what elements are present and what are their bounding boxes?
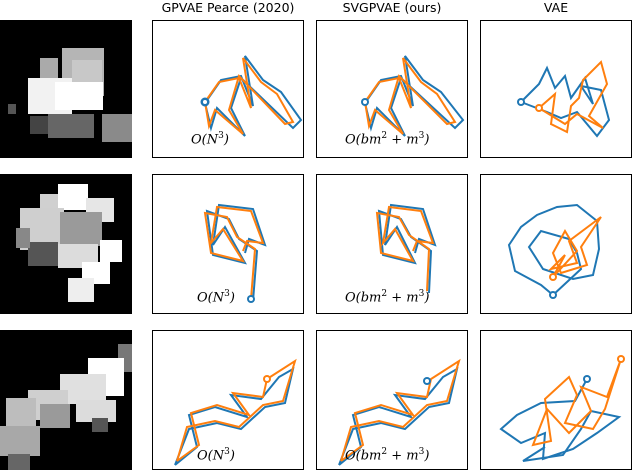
complexity-label-gpvae-row-3: O(N3): [197, 447, 235, 464]
trajectory-svgpvae-row-2: [375, 203, 437, 294]
pixel-sprite-row-3: [0, 344, 132, 470]
panel-svgpvae-row-2: O(bm2 + m3): [316, 174, 468, 314]
panel-gpvae-row-2: O(N3): [152, 174, 304, 314]
pixel-sprite-row-2: [16, 184, 122, 302]
panel-vae-row-2: [480, 174, 632, 314]
complexity-label-svgpvae-row-2: O(bm2 + m3): [345, 289, 430, 306]
panel-vae-row-3: [480, 330, 632, 470]
input-image-row-2: [0, 174, 132, 314]
trajectory-vae-row-2: [507, 203, 602, 299]
panel-svgpvae-row-3: O(bm2 + m3): [316, 330, 468, 470]
trajectory-gpvae-row-3: [174, 358, 297, 466]
panel-gpvae-row-3: O(N3): [152, 330, 304, 470]
panel-vae-row-1: [480, 20, 632, 158]
column-title-svgpvae: SVGPVAE (ours): [342, 0, 442, 15]
input-image-row-1: [0, 20, 132, 158]
complexity-label-gpvae-row-1: O(N3): [191, 131, 229, 148]
trajectory-vae-row-1: [517, 60, 611, 138]
complexity-label-svgpvae-row-3: O(bm2 + m3): [345, 447, 430, 464]
column-title-vae: VAE: [543, 0, 569, 15]
input-image-row-3: [0, 330, 132, 470]
panel-svgpvae-row-1: O(bm2 + m3): [316, 20, 468, 158]
complexity-label-svgpvae-row-1: O(bm2 + m3): [345, 131, 430, 148]
trajectory-vae-row-3: [499, 355, 625, 462]
trajectory-svgpvae-row-1: [361, 55, 465, 137]
complexity-label-gpvae-row-2: O(N3): [197, 289, 235, 306]
pixel-sprite-row-1: [8, 48, 132, 142]
column-title-gpvae: GPVAE Pearce (2020): [161, 0, 295, 15]
panel-gpvae-row-1: O(N3): [152, 20, 304, 158]
trajectory-svgpvae-row-3: [338, 358, 461, 466]
trajectory-gpvae-row-2: [203, 203, 267, 303]
trajectory-gpvae-row-1: [200, 55, 303, 137]
